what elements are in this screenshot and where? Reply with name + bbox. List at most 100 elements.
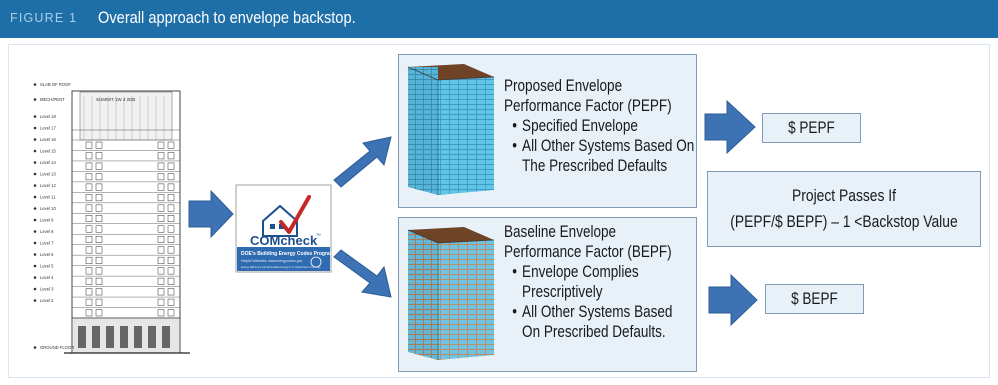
elevation-window xyxy=(85,235,93,243)
comcheck-line1: Helpful Websites: www.energycodes.gov xyxy=(241,259,302,263)
floor-level-label: MECH/PENT xyxy=(40,97,65,102)
baseline-bullet-1: Envelope Complies xyxy=(512,262,672,282)
arrow-to-bepf xyxy=(708,273,758,327)
elevation-window xyxy=(95,173,103,181)
elevation-window xyxy=(157,225,165,233)
elevation-window xyxy=(95,194,103,202)
elevation-window xyxy=(157,162,165,170)
elevation-window xyxy=(167,183,175,191)
comcheck-line2: Energy Efficiency and Renewable Energy U… xyxy=(241,265,321,269)
pepf-result-box: $ PEPF xyxy=(762,113,861,143)
arrow-to-proposed xyxy=(333,136,392,188)
elevation-window xyxy=(167,173,175,181)
elevation-window xyxy=(157,173,165,181)
elevation-window xyxy=(95,288,103,296)
floor-level-label: Level 18 xyxy=(40,114,57,119)
elevation-window xyxy=(95,162,103,170)
floor-level-marker xyxy=(33,126,37,130)
floor-level-marker xyxy=(33,253,37,256)
floor-level-label: Level 7 xyxy=(40,241,54,246)
elevation-window xyxy=(95,215,103,223)
elevation-window xyxy=(157,277,165,285)
elevation-window xyxy=(85,298,93,306)
elevation-window xyxy=(95,225,103,233)
elevation-window xyxy=(85,152,93,160)
elevation-window xyxy=(167,235,175,243)
proposed-bullet-2: All Other Systems Based On xyxy=(512,136,694,156)
floor-level-marker xyxy=(33,138,37,141)
elevation-window xyxy=(95,277,103,285)
floor-level-marker xyxy=(33,299,37,302)
floor-level-label: Level 13 xyxy=(40,172,57,177)
elevation-window xyxy=(85,204,93,212)
bepf-result-label: $ BEPF xyxy=(791,289,838,308)
floor-level-marker xyxy=(33,346,37,349)
comcheck-tm: ™ xyxy=(316,233,321,239)
floor-level-label: Level 14 xyxy=(40,160,57,165)
elevation-window xyxy=(85,309,93,317)
baseline-bullet-1-line2: Prescriptively xyxy=(522,283,603,301)
floor-level-label: Level 9 xyxy=(40,218,54,223)
elevation-window xyxy=(157,152,165,160)
proposed-bullet-2-text-line1: All Other Systems Based On xyxy=(522,137,695,155)
elevation-window xyxy=(167,288,175,296)
elevation-window xyxy=(157,235,165,243)
building-elevation-drawing xyxy=(64,90,190,354)
elevation-window xyxy=(85,288,93,296)
elevation-window xyxy=(167,267,175,275)
elevation-window xyxy=(167,246,175,254)
elevation-window xyxy=(95,256,103,264)
elevation-window xyxy=(85,173,93,181)
drawing-top-note: SUMMIT 1W 4 2DB xyxy=(96,97,135,102)
baseline-title-line1: Baseline Envelope xyxy=(504,223,617,241)
proposed-bullet-1-text: Specified Envelope xyxy=(522,117,638,135)
elevation-window xyxy=(167,194,175,202)
floor-level-marker xyxy=(33,161,37,164)
elevation-window xyxy=(85,162,93,170)
floor-level-marker xyxy=(33,241,37,245)
floor-level-label: Level 6 xyxy=(40,252,54,257)
arrow-to-baseline xyxy=(333,249,392,298)
baseline-bullet-2: All Other Systems Based xyxy=(512,302,672,322)
floor-level-label: Level 5 xyxy=(40,264,54,269)
proposed-bullet-2-line2: The Prescribed Defaults xyxy=(522,157,668,175)
elevation-window xyxy=(85,256,93,264)
floor-level-label: GROUND FLOOR xyxy=(40,345,74,350)
elevation-window xyxy=(167,215,175,223)
elevation-window xyxy=(167,225,175,233)
elevation-window xyxy=(95,267,103,275)
baseline-title-line2: Performance Factor (BEPF) xyxy=(504,243,672,261)
floor-level-marker xyxy=(33,172,37,176)
elevation-window xyxy=(85,141,93,149)
proposed-title-line1: Proposed Envelope xyxy=(504,77,623,95)
elevation-window xyxy=(95,141,103,149)
comcheck-logo xyxy=(235,184,332,273)
elevation-window xyxy=(85,267,93,275)
elevation-window xyxy=(157,298,165,306)
elevation-window xyxy=(85,225,93,233)
floor-level-label: Level 16 xyxy=(40,137,57,142)
floor-level-marker xyxy=(33,115,37,118)
elevation-window xyxy=(157,246,165,254)
figure-frame xyxy=(8,44,990,378)
elevation-window xyxy=(95,235,103,243)
arrow-to-comcheck xyxy=(188,189,234,239)
pass-rule-box: Project Passes If (PEPF/$ BEPF) – 1 <Bac… xyxy=(707,171,981,247)
figure-label: FIGURE 1 xyxy=(10,11,78,25)
proposed-building-3d xyxy=(407,64,495,195)
floor-level-marker xyxy=(33,230,37,233)
figure-header: FIGURE 1 Overall approach to envelope ba… xyxy=(0,0,998,38)
floor-level-label: Level 17 xyxy=(40,126,57,131)
floor-level-label: Level 10 xyxy=(40,206,57,211)
elevation-window xyxy=(167,309,175,317)
baseline-building-3d xyxy=(407,227,495,360)
arrow-to-pepf xyxy=(704,99,756,155)
proposed-text: Proposed Envelope Performance Factor (PE… xyxy=(504,76,694,176)
floor-level-label: Level 12 xyxy=(40,183,57,188)
pepf-result-label: $ PEPF xyxy=(788,118,835,137)
floor-level-label: Level 8 xyxy=(40,229,54,234)
elevation-window xyxy=(157,256,165,264)
floor-level-label: Level 2 xyxy=(40,298,54,303)
figure-title: Overall approach to envelope backstop. xyxy=(98,8,356,27)
pass-rule-line2: (PEPF/$ BEPF) – 1 <Backstop Value xyxy=(730,213,958,231)
